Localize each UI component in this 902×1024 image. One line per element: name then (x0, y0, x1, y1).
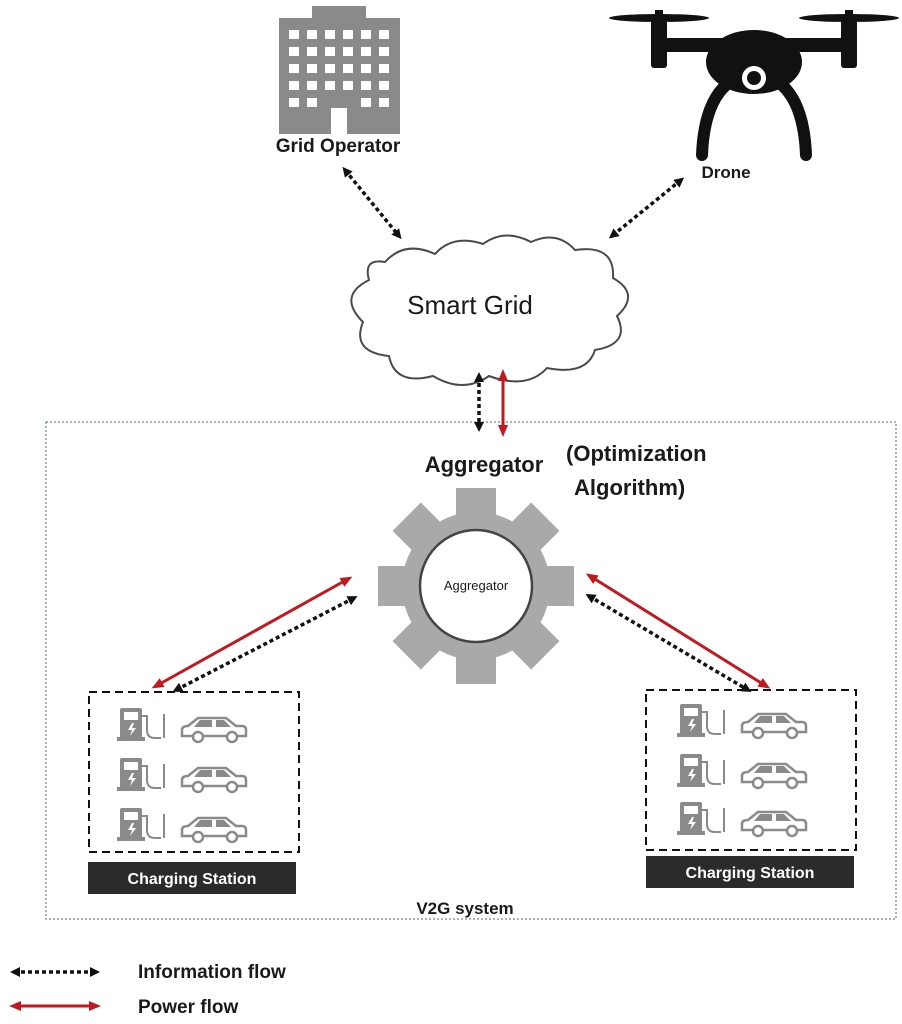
aggregator-title: Aggregator (425, 452, 544, 477)
charging-unit-icon (115, 806, 248, 844)
drone-icon (609, 10, 899, 161)
drone-label: Drone (701, 163, 750, 182)
charging-station-right-label: Charging Station (686, 865, 815, 882)
smart-grid-cloud (350, 234, 629, 386)
aggregator-gear-label: Aggregator (444, 578, 509, 593)
charging-unit-icon (675, 800, 808, 838)
legend-information-flow: Information flow (138, 962, 286, 983)
charging-unit-icon (675, 752, 808, 790)
grid-operator-label: Grid Operator (276, 136, 401, 157)
v2g-system-boundary (45, 421, 897, 920)
v2g-system-label: V2G system (416, 899, 513, 918)
legend-power-flow: Power flow (138, 997, 239, 1018)
optimization-label-line1: (Optimization (566, 441, 707, 466)
charging-unit-icon (675, 702, 808, 740)
info-arrow-drone-grid (608, 177, 685, 239)
charging-unit-icon (115, 756, 248, 794)
info-arrow-aggregator-left (172, 596, 358, 692)
optimization-label-line2: Algorithm) (574, 475, 685, 500)
smart-grid-label: Smart Grid (407, 290, 533, 320)
info-arrow-aggregator-right (585, 593, 752, 693)
charging-unit-icon (115, 706, 248, 744)
charging-station-right: Charging Station (645, 689, 857, 888)
charging-station-left: Charging Station (88, 691, 300, 894)
aggregator-gear (378, 488, 574, 684)
building-icon (279, 6, 400, 134)
info-arrow-operator-grid (342, 166, 402, 240)
power-arrow-aggregator-right (585, 573, 771, 689)
power-arrow-aggregator-left (151, 576, 353, 689)
charging-station-left-label: Charging Station (128, 871, 257, 888)
legend: Information flow Power flow (9, 962, 286, 1018)
